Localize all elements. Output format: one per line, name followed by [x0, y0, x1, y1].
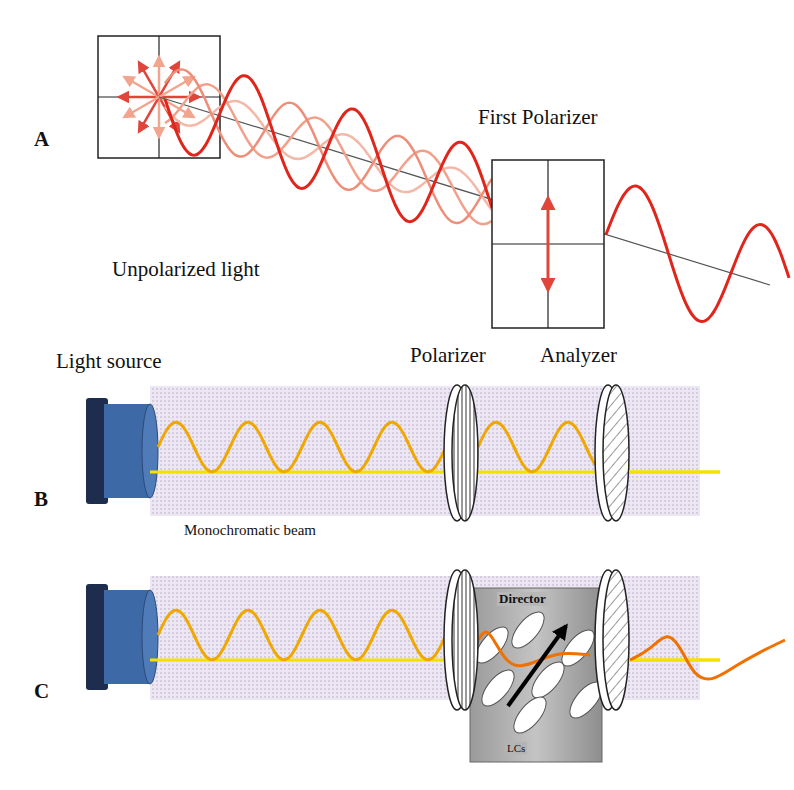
beam-wave — [158, 422, 595, 471]
first-polarizer-frame — [492, 160, 604, 328]
lc-molecule — [506, 607, 550, 654]
analyzer-disk — [603, 385, 629, 521]
panel-c — [86, 570, 785, 762]
unpolarized-wave — [165, 70, 492, 224]
polarization-axis-arrow — [547, 198, 550, 290]
polarized-wave — [606, 186, 789, 321]
polarized-wave — [606, 186, 789, 321]
panel-letter: A — [34, 128, 49, 151]
director-label: Director — [497, 592, 548, 606]
polarizer-disk — [452, 385, 478, 521]
lc-label: LCs — [505, 742, 527, 754]
beam-wave — [158, 610, 449, 659]
lc-molecule — [476, 665, 520, 712]
propagation-axis — [159, 97, 770, 285]
light-waves — [165, 70, 492, 225]
analyzer-label: Analyzer — [540, 344, 617, 367]
panel-letter: B — [34, 488, 48, 511]
unpolarized-wave — [165, 84, 492, 224]
director-arrow — [508, 626, 566, 706]
source-label: Unpolarized light — [112, 258, 260, 281]
analyzer-disk — [603, 570, 629, 710]
polarizer-disk — [452, 570, 478, 710]
panel-b — [86, 385, 720, 521]
polarizer-label: Polarizer — [410, 344, 486, 367]
panel-a — [98, 36, 789, 328]
rotating-wave — [478, 632, 590, 666]
liquid-crystal-molecules — [470, 607, 608, 739]
polarizer-label: First Polarizer — [478, 106, 598, 129]
beam-line — [150, 471, 720, 474]
output-wave — [630, 637, 785, 679]
panel-letter: C — [34, 680, 49, 703]
liquid-crystal-cell — [470, 588, 602, 762]
beam-label: Monochromatic beam — [184, 522, 316, 539]
light-source-label: Light source — [56, 350, 162, 373]
vertical-wave — [165, 76, 492, 222]
